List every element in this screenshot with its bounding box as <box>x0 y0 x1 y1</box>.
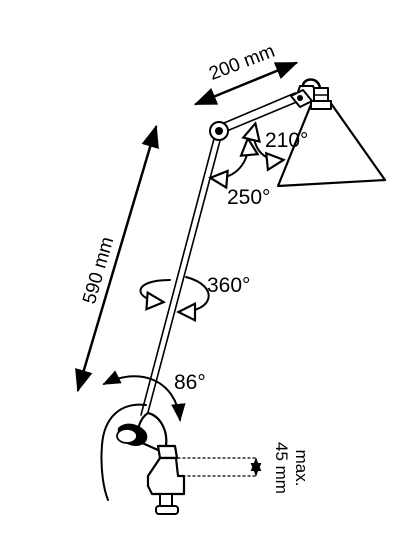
power-cord <box>100 403 147 501</box>
shade-rotation-arrow: 210° <box>254 125 308 160</box>
base-angle-label: 86° <box>174 371 206 394</box>
base-tilt-arrow: 86° <box>102 370 206 422</box>
elbow-angle-label: 250° <box>227 186 270 209</box>
arm-length-dimension: 200 mm <box>193 41 299 106</box>
elbow-joint <box>209 121 229 141</box>
clamp-max-label: max. <box>292 450 311 487</box>
clamp-base <box>116 411 186 515</box>
elbow-rotation-arrow: 250° <box>212 140 270 209</box>
lamp-shade <box>276 100 387 188</box>
clamp-size-label: 45 mm <box>272 442 291 494</box>
clamp-gap-dimension: max. 45 mm <box>177 442 311 494</box>
stem-length-dimension: 590 mm <box>75 124 159 393</box>
stem-rotation-arrow: 360° <box>139 274 250 312</box>
shade-angle-label: 210° <box>265 129 308 152</box>
lamp-arm <box>216 92 300 134</box>
rotation-angle-label: 360° <box>207 274 250 297</box>
arm-length-label: 200 mm <box>206 41 278 85</box>
